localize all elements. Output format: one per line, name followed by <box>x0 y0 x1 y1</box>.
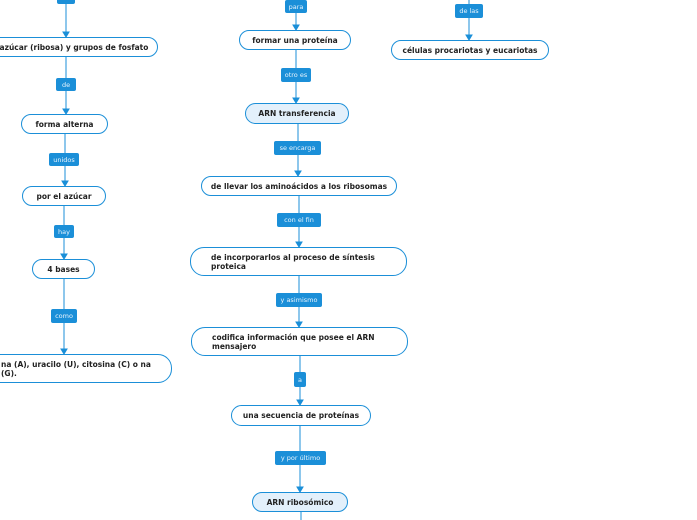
arrowhead <box>62 108 70 115</box>
arrowhead <box>60 253 68 260</box>
node-4-bases[interactable]: 4 bases <box>32 259 95 279</box>
arrowhead <box>292 97 300 104</box>
arrowhead <box>61 180 69 187</box>
link-label-otro-es: otro es <box>281 68 311 82</box>
node-celulas[interactable]: células procariotas y eucariotas <box>391 40 549 60</box>
arrowhead <box>465 34 473 41</box>
link-label-se-encarga: se encarga <box>274 141 321 155</box>
node-sugar-phosphate[interactable]: n azúcar (ribosa) y grupos de fosfato <box>0 37 158 57</box>
node-codifica-informacion[interactable]: codifica información que posee el ARN me… <box>191 327 408 356</box>
arrowhead <box>295 241 303 248</box>
node-arn-ribosomico[interactable]: ARN ribosómico <box>252 492 348 512</box>
link-label-de: de <box>56 78 76 91</box>
link-label-como: como <box>51 309 77 323</box>
arrowhead <box>60 348 68 355</box>
link-label-unidos: unidos <box>49 153 79 166</box>
link-label-para: para <box>285 0 307 13</box>
arrowhead <box>296 486 304 493</box>
arrowhead <box>292 24 300 31</box>
node-formar-proteina[interactable]: formar una proteína <box>239 30 351 50</box>
node-arn-transferencia[interactable]: ARN transferencia <box>245 103 349 124</box>
link-label-de-las: de las <box>455 4 483 18</box>
node-forma-alterna[interactable]: forma alterna <box>21 114 108 134</box>
node-incorporar-sintesis[interactable]: de incorporarlos al proceso de síntesis … <box>190 247 407 276</box>
link-label-y-por-ultimo: y por último <box>275 451 326 465</box>
arrowhead <box>295 321 303 328</box>
arrowhead <box>62 31 70 38</box>
link-label-con-el-fin: con el fin <box>277 213 321 227</box>
node-por-el-azucar[interactable]: por el azúcar <box>22 186 106 206</box>
link-label-a: a <box>294 372 306 387</box>
node-secuencia-proteinas[interactable]: una secuencia de proteínas <box>231 405 371 426</box>
link-label-y-asimismo: y asimismo <box>276 293 322 307</box>
node-llevar-aminoacidos[interactable]: de llevar los aminoácidos a los ribosoma… <box>201 176 397 196</box>
link-label <box>57 0 75 4</box>
arrowhead <box>294 170 302 177</box>
node-bases-list[interactable]: na (A), uracilo (U), citosina (C) o na (… <box>0 354 172 383</box>
link-label-hay: hay <box>54 225 74 238</box>
arrowhead <box>296 399 304 406</box>
